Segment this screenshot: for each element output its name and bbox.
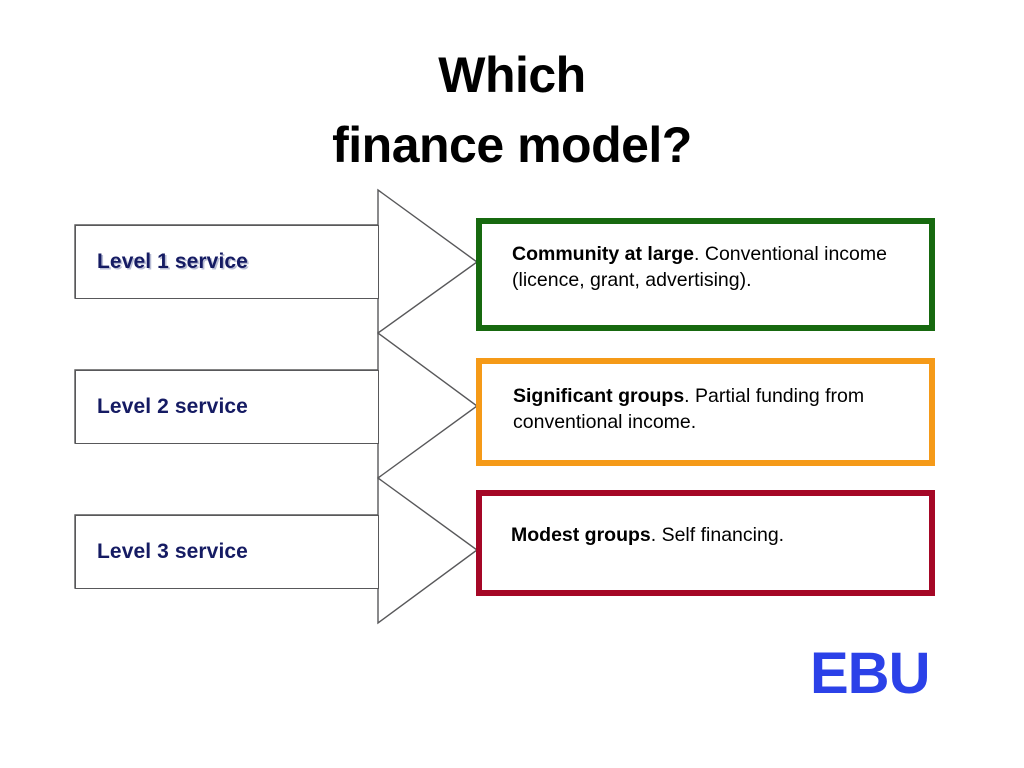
title-line-1: Which [438, 47, 586, 103]
level-3-label: Level 3 service [97, 540, 248, 563]
model-3-lead: Modest groups [511, 524, 651, 546]
model-1-rest: . Conventional income (licence, grant, a… [512, 243, 887, 291]
model-2-rest: . Partial funding from conventional inco… [513, 385, 865, 433]
model-3-text: Modest groups. Self financing. [511, 523, 915, 549]
model-box-community-at-large[interactable]: Community at large. Conventional income … [476, 218, 935, 331]
ebu-logo: EBU [810, 641, 930, 706]
model-box-modest-groups[interactable]: Modest groups. Self financing. [476, 490, 935, 596]
level-box-3[interactable]: Level 3 service [75, 515, 379, 589]
model-2-text: Significant groups. Partial funding from… [513, 384, 915, 435]
level-box-2[interactable]: Level 2 service [75, 370, 379, 444]
model-1-text: Community at large. Conventional income … [512, 242, 915, 293]
model-box-significant-groups[interactable]: Significant groups. Partial funding from… [476, 358, 935, 466]
level-box-1[interactable]: Level 1 service [75, 225, 379, 299]
model-2-lead: Significant groups [513, 385, 685, 407]
model-3-rest: . Self financing. [650, 524, 785, 546]
level-1-label: Level 1 service [97, 250, 248, 273]
title-line-2: finance model? [332, 117, 692, 173]
level-2-label: Level 2 service [97, 395, 248, 418]
model-1-lead: Community at large [512, 243, 695, 265]
page-title: Which finance model? [0, 40, 1024, 180]
